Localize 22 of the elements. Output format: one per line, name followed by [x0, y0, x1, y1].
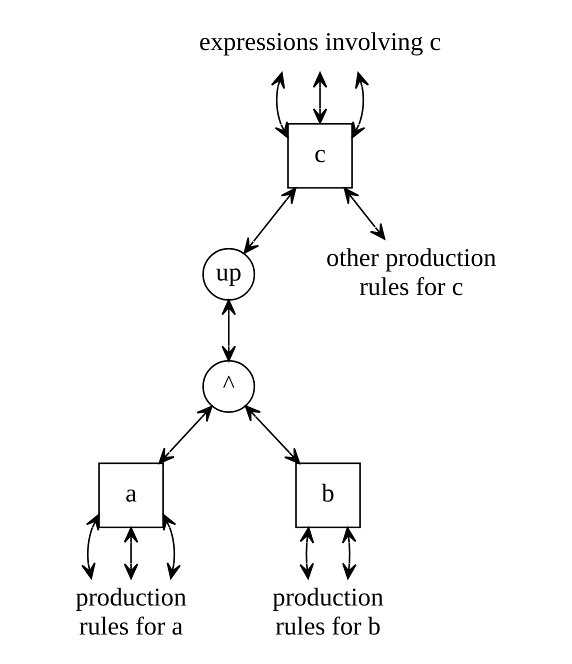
arrow — [342, 527, 357, 580]
arrow — [162, 514, 181, 580]
node-box: b — [295, 462, 361, 528]
node-box: c — [287, 123, 353, 189]
arrow — [244, 188, 296, 254]
arrow — [244, 405, 300, 464]
node-text: production rules for a — [76, 582, 187, 640]
arrow — [299, 527, 314, 580]
arrow — [158, 406, 213, 464]
node-text: expressions involving c — [199, 26, 441, 56]
arrow — [312, 72, 328, 124]
arrow — [344, 188, 386, 240]
arrow — [124, 527, 138, 580]
node-text: other production rules for c — [326, 243, 496, 301]
arrow — [81, 514, 100, 580]
arrow — [351, 72, 370, 138]
node-circle: up — [202, 248, 256, 301]
node-box: a — [98, 462, 164, 528]
node-text: production rules for b — [272, 582, 384, 640]
arrow — [270, 72, 289, 138]
arrow — [221, 299, 236, 362]
node-circle: ^ — [202, 360, 256, 413]
